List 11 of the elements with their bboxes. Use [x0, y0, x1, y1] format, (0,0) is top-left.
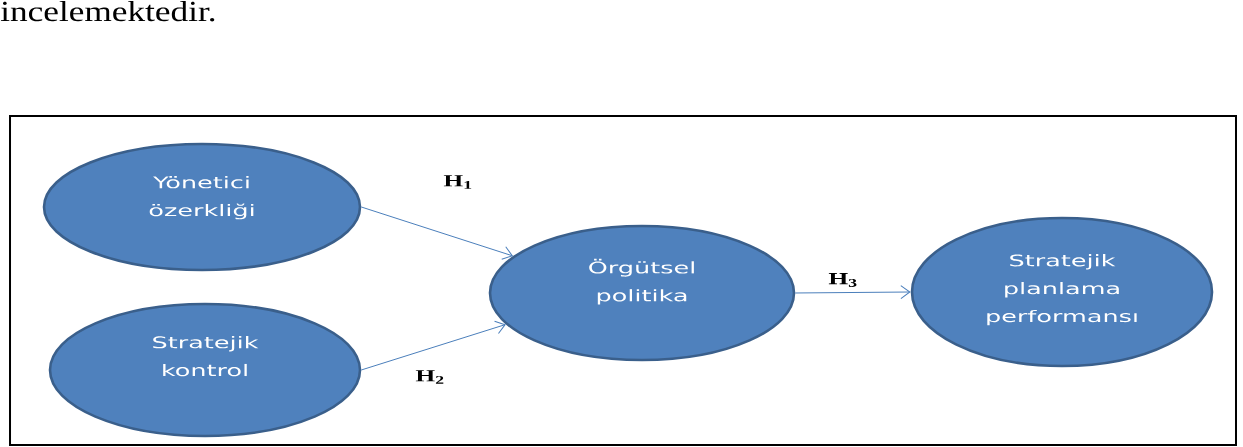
arrow [360, 320, 506, 371]
arrow [360, 206, 513, 260]
body-text: incelemektedir. [0, 0, 215, 22]
edge-label: H$_{3}$ [827, 272, 859, 288]
oval-node: Stratejik kontrol [48, 302, 362, 438]
oval-node: Örgütsel politika [488, 224, 796, 362]
edge-label: H$_{2}$ [414, 369, 446, 385]
arrow [794, 285, 911, 300]
oval-node: Stratejik planlama performansı [910, 216, 1214, 368]
edge-label: H$_{1}$ [442, 174, 474, 190]
oval-node: Yönetici özerkliği [42, 142, 362, 272]
